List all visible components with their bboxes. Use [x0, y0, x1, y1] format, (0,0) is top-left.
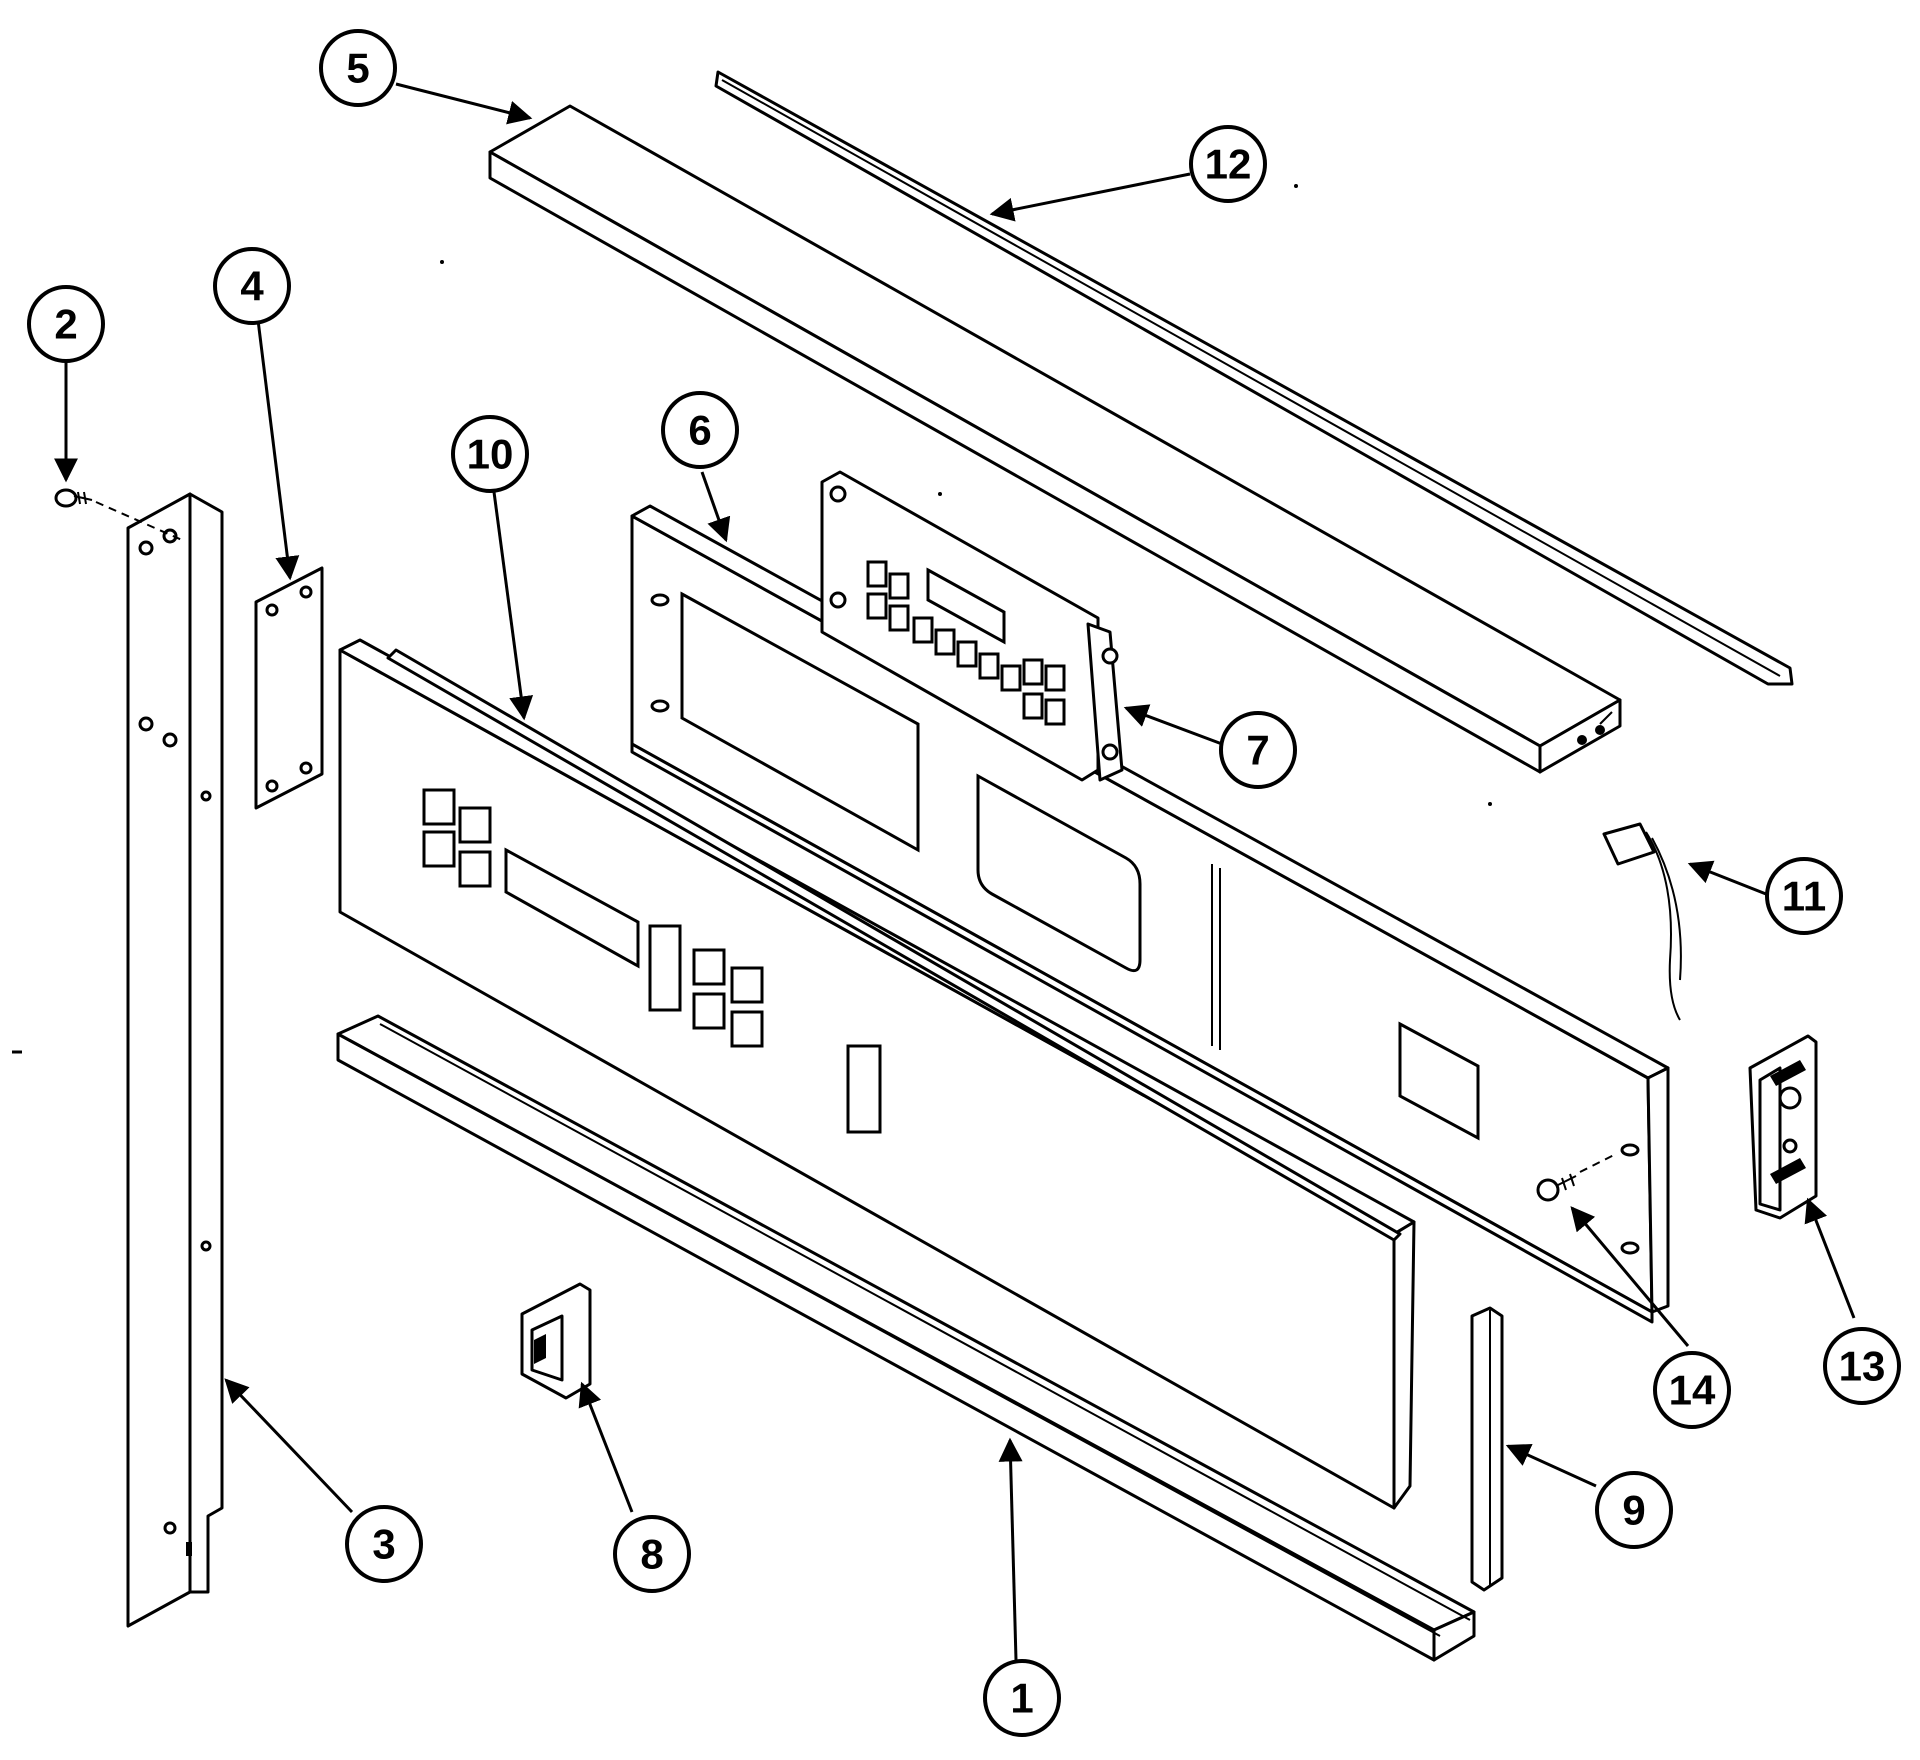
- callout-1-label: 1: [1010, 1675, 1033, 1722]
- callout-11: 11: [1765, 857, 1843, 935]
- part-2-screw: [54, 488, 183, 541]
- callout-6-label: 6: [688, 407, 711, 454]
- callout-13: 13: [1823, 1327, 1901, 1405]
- callout-10: 10: [451, 415, 529, 493]
- callout-4: 4: [213, 247, 291, 325]
- callout-10-label: 10: [467, 431, 514, 478]
- callout-1: 1: [983, 1659, 1061, 1737]
- part-7-control-board: [820, 470, 1124, 782]
- control-board-keypad: [866, 560, 1066, 726]
- part-4-small-plate: [254, 566, 324, 810]
- callout-13-label: 13: [1839, 1343, 1886, 1390]
- callout-14: 14: [1653, 1351, 1731, 1429]
- callout-2: 2: [27, 285, 105, 363]
- stray-marks: [12, 184, 1492, 1054]
- callout-11-label: 11: [1782, 873, 1826, 920]
- callout-7: 7: [1219, 711, 1297, 789]
- part-1-bottom-trim: [336, 1014, 1476, 1662]
- part-13-hinge-bracket: [1748, 1034, 1818, 1220]
- callout-5-label: 5: [346, 45, 369, 92]
- front-panel-keypad: [422, 788, 882, 1134]
- part-8-rocker-switch: [520, 1282, 592, 1400]
- callouts: 1 2 3 4 5 6 7 8: [27, 29, 1901, 1737]
- part-14-screw: [1536, 1153, 1617, 1202]
- callout-4-label: 4: [240, 263, 264, 310]
- part-3-side-bracket: [126, 492, 224, 1628]
- callout-3: 3: [345, 1505, 423, 1583]
- part-11-connector: [1602, 822, 1682, 1021]
- callout-12: 12: [1189, 125, 1267, 203]
- callout-9-label: 9: [1622, 1487, 1645, 1534]
- callout-9: 9: [1595, 1471, 1673, 1549]
- part-5-top-channel: [488, 104, 1622, 774]
- callout-8: 8: [613, 1515, 691, 1593]
- callout-2-label: 2: [54, 301, 77, 348]
- leader-lines: [54, 82, 1856, 1661]
- part-12-trim-strip: [714, 70, 1794, 686]
- callout-7-label: 7: [1246, 727, 1269, 774]
- callout-14-label: 14: [1669, 1367, 1716, 1414]
- callout-8-label: 8: [640, 1531, 663, 1578]
- callout-6: 6: [661, 391, 739, 469]
- part-9-vertical-trim: [1470, 1306, 1504, 1592]
- part-10-front-panel: [338, 638, 1416, 1510]
- callout-12-label: 12: [1205, 141, 1252, 188]
- callout-3-label: 3: [372, 1521, 395, 1568]
- callout-5: 5: [319, 29, 397, 107]
